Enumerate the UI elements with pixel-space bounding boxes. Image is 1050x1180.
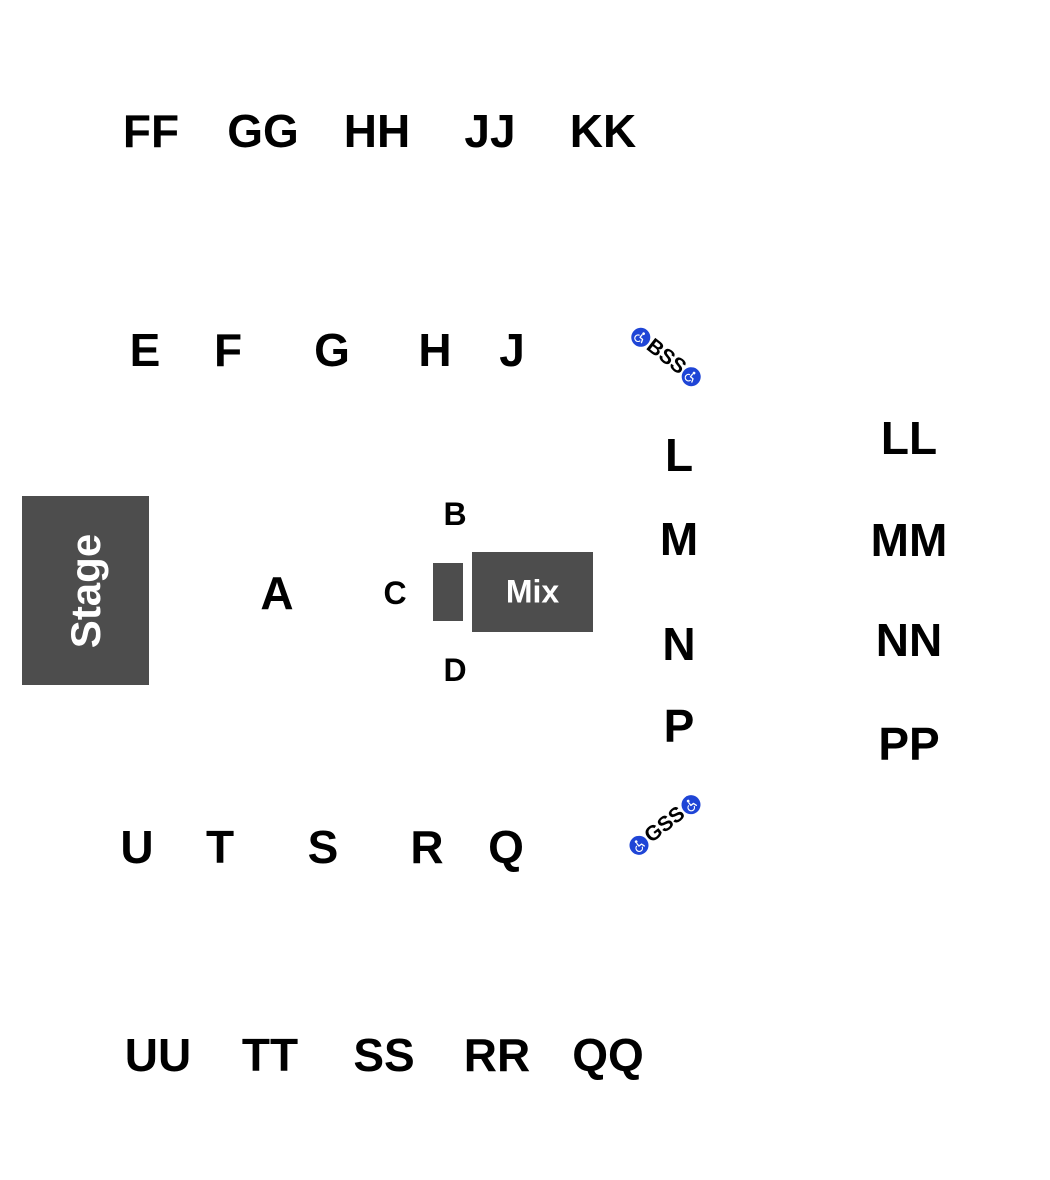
section-g[interactable]: G [314,324,350,376]
section-ff[interactable]: FF [122,105,180,157]
section-kk[interactable]: KK [569,105,637,157]
wheelchair-icon [627,323,655,351]
section-d[interactable]: D [443,652,467,688]
mix-riser-block [433,563,463,621]
mix-position: Mix [472,552,593,632]
section-rr[interactable]: RR [463,1029,531,1081]
stage-label: Stage [61,533,109,648]
section-gg[interactable]: GG [227,105,299,157]
section-ll[interactable]: LL [880,412,938,464]
section-f[interactable]: F [213,324,243,376]
section-s[interactable]: S [307,821,339,873]
section-h[interactable]: H [418,324,452,376]
section-ss[interactable]: SS [353,1029,415,1081]
section-hh[interactable]: HH [343,105,411,157]
section-u[interactable]: U [120,821,154,873]
section-uu[interactable]: UU [124,1029,192,1081]
stage: Stage [22,496,149,685]
section-jj[interactable]: JJ [464,105,516,157]
section-e[interactable]: E [129,324,161,376]
wheelchair-icon [677,363,705,391]
section-b[interactable]: B [443,496,467,532]
section-qq[interactable]: QQ [572,1029,644,1081]
section-j[interactable]: J [499,324,525,376]
wheelchair-icon [677,791,705,819]
section-c[interactable]: C [383,575,407,611]
section-m[interactable]: M [659,513,699,565]
section-a[interactable]: A [260,567,294,619]
section-n[interactable]: N [662,618,696,670]
section-nn[interactable]: NN [875,614,943,666]
section-t[interactable]: T [205,821,235,873]
section-q[interactable]: Q [488,821,524,873]
section-pp[interactable]: PP [878,718,940,770]
section-tt[interactable]: TT [241,1029,299,1081]
section-p[interactable]: P [663,700,695,752]
section-r[interactable]: R [410,821,444,873]
section-l[interactable]: L [664,429,694,481]
mix-label: Mix [505,573,560,610]
section-mm[interactable]: MM [870,514,948,566]
wheelchair-icon [625,831,653,859]
